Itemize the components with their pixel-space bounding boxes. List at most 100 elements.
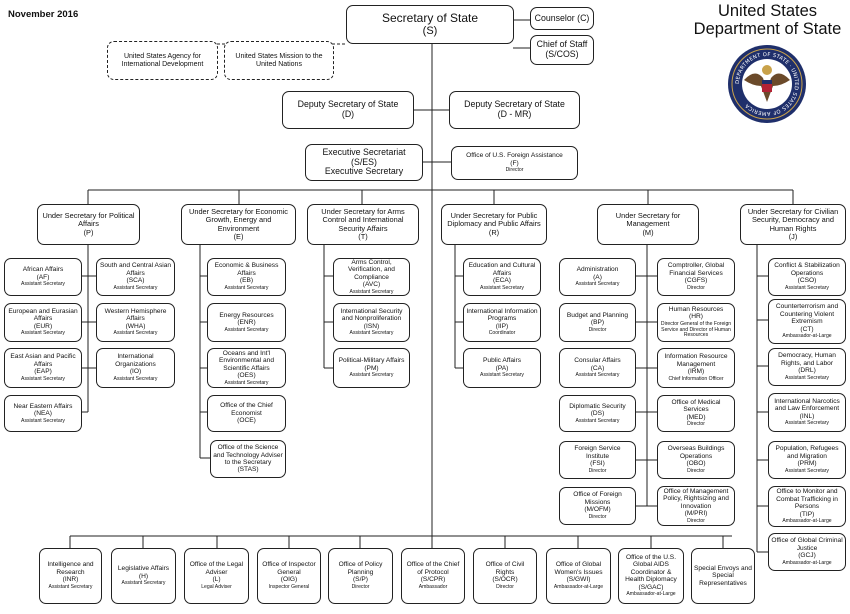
box-abbr: (GCJ) (798, 552, 816, 560)
box-name: Oceans and Int'l Environmental and Scien… (219, 349, 274, 372)
box-abbr: (SCA) (126, 277, 145, 285)
box-name: Energy Resources (219, 311, 274, 319)
bureau-irm-box: Information Resource Management (IRM) Ch… (657, 348, 735, 388)
box-abbr: (TIP) (799, 510, 815, 518)
box-abbr: (IRM) (687, 368, 705, 376)
box-name: Under Secretary for Public Diplomacy and… (447, 210, 541, 229)
bureau-ocr-box: Office of Civil Rights (S/OCR) Director (473, 548, 537, 604)
box-abbr: (S/CPR) (420, 576, 446, 584)
box-name: Secretary of State (381, 10, 479, 25)
box-name: African Affairs (22, 266, 64, 274)
organization-title-line2: Department of State (693, 20, 842, 39)
bureau-oce-box: Office of the Chief Economist (OCE) (207, 395, 286, 432)
box-abbr: (CA) (590, 364, 605, 372)
box-name: Intelligence and Research (47, 561, 94, 576)
box-abbr: (S/OCR) (492, 576, 518, 584)
box-abbr: (S/GAC) (638, 583, 664, 591)
bureau-isn-box: International Security and Nonproliferat… (333, 303, 410, 342)
box-abbr: (S) (422, 25, 438, 38)
under-secretary-p-box: Under Secretary for Political Affairs (P… (37, 204, 140, 245)
bureau-stas-box: Office of the Science and Technology Adv… (210, 440, 286, 478)
bureau-hr-box: Human Resources (HR) Director General of… (657, 303, 735, 342)
box-name: Office of Inspector General (262, 561, 316, 576)
bureau-cso-box: Conflict & Stabilization Operations (CSO… (768, 258, 846, 296)
box-name: Office to Monitor and Combat Trafficking… (776, 488, 838, 511)
box-name: Arms Control, Verification, and Complian… (348, 258, 395, 281)
bureau-obo-box: Overseas Buildings Operations (OBO) Dire… (657, 441, 735, 479)
bureau-avc-box: Arms Control, Verification, and Complian… (333, 258, 410, 296)
box-title: Assistant Secretary (575, 372, 620, 379)
box-title: Ambassador-at-Large (626, 591, 676, 598)
bureau-pa-box: Public Affairs (PA) Assistant Secretary (463, 348, 541, 388)
box-abbr: (DS) (590, 410, 605, 418)
foreign-assistance-box: Office of U.S. Foreign Assistance (F) Di… (451, 146, 578, 180)
bureau-nea-box: Near Eastern Affairs (NEA) Assistant Sec… (4, 395, 82, 432)
box-name: Deputy Secretary of State (297, 99, 399, 110)
bureau-enr-box: Energy Resources (ENR) Assistant Secreta… (207, 303, 286, 342)
box-abbr: (BP) (590, 319, 605, 327)
box-name: South and Central Asian Affairs (99, 262, 172, 277)
box-abbr: (DRL) (798, 367, 816, 375)
box-abbr: (H) (138, 572, 149, 580)
box-title: Assistant Secretary (785, 420, 829, 427)
organization-title: United States Department of State (690, 2, 845, 39)
box-name: Administration (576, 266, 619, 274)
bureau-oig-box: Office of Inspector General (OIG) Inspec… (257, 548, 321, 604)
box-name: Counterterrorism and Countering Violent … (775, 303, 839, 326)
box-name: Office of Global Women's Issues (554, 561, 603, 576)
box-name: Office of Medical Services (671, 398, 721, 414)
box-name: European and Eurasian Affairs (8, 307, 78, 323)
bureau-prm-box: Population, Refugees and Migration (PRM)… (768, 441, 846, 479)
under-secretary-r-box: Under Secretary for Public Diplomacy and… (441, 204, 547, 245)
box-abbr: (S/GWI) (566, 576, 591, 584)
chief-of-staff-box: Chief of Staff (S/COS) (530, 35, 594, 65)
box-title: Ambassador-at-Large (782, 559, 832, 566)
box-title: Director (496, 583, 514, 590)
box-abbr: (ECA) (493, 277, 511, 285)
box-title: Assistant Secretary (224, 379, 269, 386)
box-title: Assistant Secretary (785, 284, 829, 291)
bureau-inr-box: Intelligence and Research (INR) Assistan… (39, 548, 102, 604)
bureau-a-box: Administration (A) Assistant Secretary (559, 258, 636, 296)
bureau-gcj-box: Office of Global Criminal Justice (GCJ) … (768, 533, 846, 571)
bureau-eur-box: European and Eurasian Affairs (EUR) Assi… (4, 303, 82, 342)
under-secretary-m-box: Under Secretary for Management (M) (597, 204, 699, 245)
box-title: Assistant Secretary (575, 417, 620, 424)
bureau-ds-box: Diplomatic Security (DS) Assistant Secre… (559, 395, 636, 432)
box-abbr: (OCE) (237, 417, 256, 425)
bureau-cpr-box: Office of the Chief of Protocol (S/CPR) … (401, 548, 465, 604)
box-name: United States Mission to the United Nati… (235, 52, 323, 68)
box-name: Western Hemisphere Affairs (104, 307, 167, 323)
deputy-secretary-dmr-box: Deputy Secretary of State (D - MR) (449, 91, 580, 129)
box-abbr: (FSI) (590, 460, 605, 468)
box-title: Ambassador (418, 583, 448, 590)
box-title: Director (588, 513, 607, 520)
box-abbr: (CSO) (797, 277, 817, 285)
bureau-cgfs-box: Comptroller, Global Financial Services (… (657, 258, 735, 296)
box-title: Director (588, 467, 607, 474)
box-name: Office of the Chief Economist (220, 402, 273, 417)
box-name: Under Secretary for Economic Growth, Ene… (189, 206, 288, 233)
box-abbr: (M/OFM) (584, 506, 611, 514)
box-title: Director (687, 421, 705, 428)
box-abbr: (WHA) (125, 322, 146, 330)
box-title: Assistant Secretary (48, 583, 93, 590)
box-title: Director (505, 167, 524, 174)
bureau-eca-box: Education and Cultural Affairs (ECA) Ass… (463, 258, 541, 296)
deputy-secretary-d-box: Deputy Secretary of State (D) (282, 91, 414, 129)
bureau-eb-box: Economic & Business Affairs (EB) Assista… (207, 258, 286, 296)
box-name: Legislative Affairs (117, 565, 170, 573)
box-title: Director (588, 326, 607, 333)
bureau-gwi-box: Office of Global Women's Issues (S/GWI) … (546, 548, 611, 604)
box-name: Special Envoys and Special Representativ… (694, 564, 752, 587)
bureau-tip-box: Office to Monitor and Combat Trafficking… (768, 486, 846, 527)
under-secretary-t-box: Under Secretary for Arms Control and Int… (307, 204, 419, 245)
box-name: International Organizations (115, 353, 156, 368)
box-abbr: (AF) (36, 273, 50, 281)
box-abbr: (S/ES) (351, 156, 377, 167)
box-name: Office of the Science and Technology Adv… (213, 444, 283, 466)
box-abbr: (PM) (364, 364, 379, 372)
box-title: Assistant Secretary (349, 330, 394, 337)
box-abbr: (INL) (799, 412, 815, 420)
